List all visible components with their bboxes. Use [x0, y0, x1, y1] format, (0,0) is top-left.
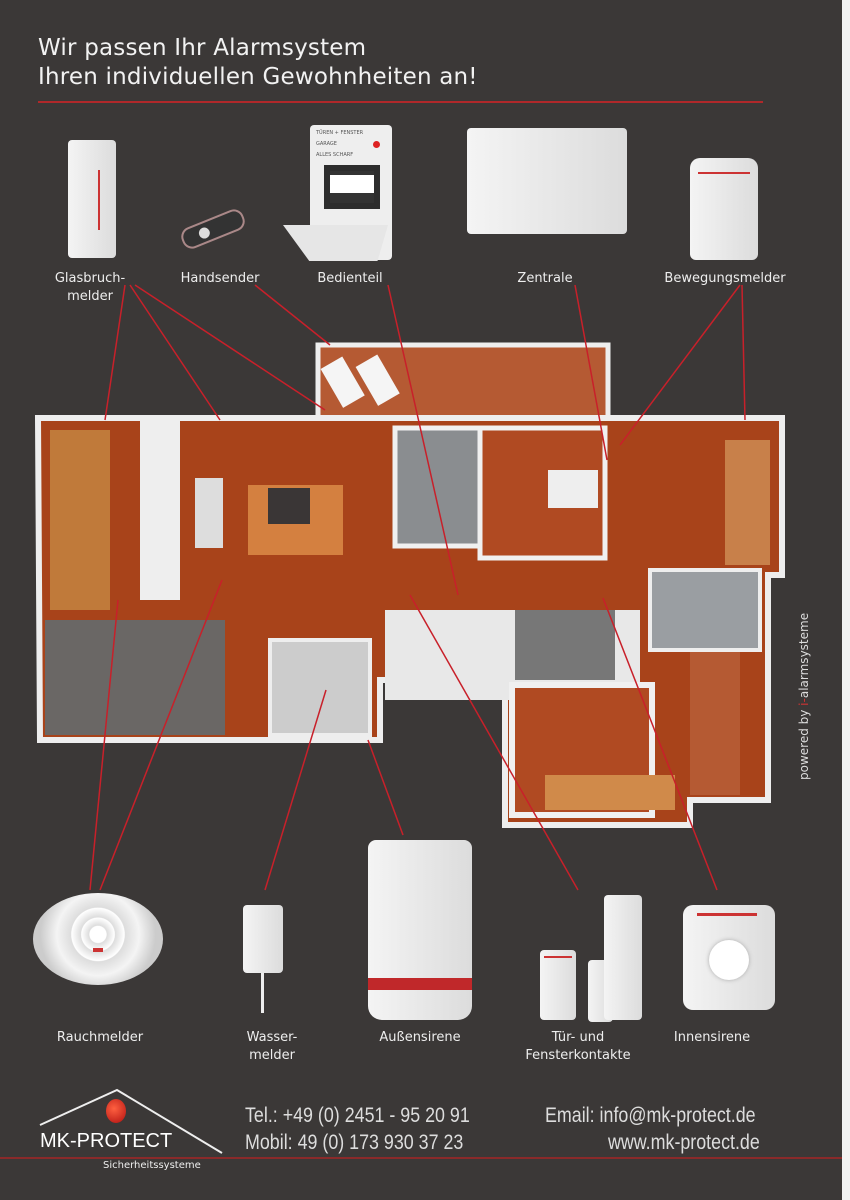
headline-line-1: Wir passen Ihr Alarmsystem — [38, 35, 367, 61]
glass-break-detector-image — [68, 140, 116, 258]
footer-divider — [0, 1157, 842, 1159]
label-motion-detector: Bewegungsmelder — [664, 271, 786, 286]
smoke-detector-image — [33, 893, 163, 985]
logo-subtitle: Sicherheitssysteme — [103, 1160, 201, 1171]
label-keypad: Bedienteil — [317, 271, 383, 286]
water-detector-image — [243, 905, 283, 973]
label-line: Wasser- — [246, 1030, 298, 1045]
mobile: Mobil: 49 (0) 173 930 37 23 — [245, 1131, 464, 1154]
water-detector-cable — [261, 973, 264, 1013]
motion-detector-image — [690, 158, 758, 260]
label-line: melder — [67, 289, 113, 304]
door-contact-image — [540, 950, 576, 1020]
keypad-button-doors-windows: TÜREN + FENSTER — [316, 130, 364, 136]
label-water-detector: Wasser-melder — [247, 1029, 298, 1065]
label-control-panel: Zentrale — [517, 271, 573, 286]
label-remote-control: Handsender — [180, 271, 260, 286]
floor-plan — [34, 342, 785, 828]
keypad-button-all-armed: ALLES SCHARF — [316, 152, 354, 158]
website[interactable]: www.mk-protect.de — [608, 1131, 760, 1154]
label-outdoor-siren: Außensirene — [379, 1030, 461, 1045]
label-line: Fensterkontakte — [525, 1048, 631, 1063]
label-line: melder — [249, 1048, 295, 1063]
headline: Wir passen Ihr Alarmsystem Ihren individ… — [38, 34, 478, 92]
divider — [38, 101, 763, 103]
headline-line-2: Ihren individuellen Gewohnheiten an! — [38, 64, 478, 90]
logo-dot — [106, 1099, 126, 1123]
label-smoke-detector: Rauchmelder — [56, 1030, 144, 1045]
label-glass-break-detector: Glasbruch-melder — [55, 270, 125, 306]
label-indoor-siren: Innensirene — [673, 1030, 751, 1045]
outdoor-siren-image — [368, 840, 472, 1020]
control-panel-image — [467, 128, 627, 234]
phone: Tel.: +49 (0) 2451 - 95 20 91 — [245, 1104, 470, 1127]
label-line: Tür- und — [551, 1030, 605, 1045]
label-line: Glasbruch- — [54, 271, 126, 286]
email[interactable]: Email: info@mk-protect.de — [545, 1104, 756, 1127]
keypad-button-garage: GARAGE — [316, 141, 337, 147]
connector-lines — [89, 284, 746, 891]
window-contact-image — [604, 895, 642, 1020]
logo-name: MK-PROTECT — [40, 1130, 173, 1152]
indoor-siren-image — [683, 905, 775, 1010]
